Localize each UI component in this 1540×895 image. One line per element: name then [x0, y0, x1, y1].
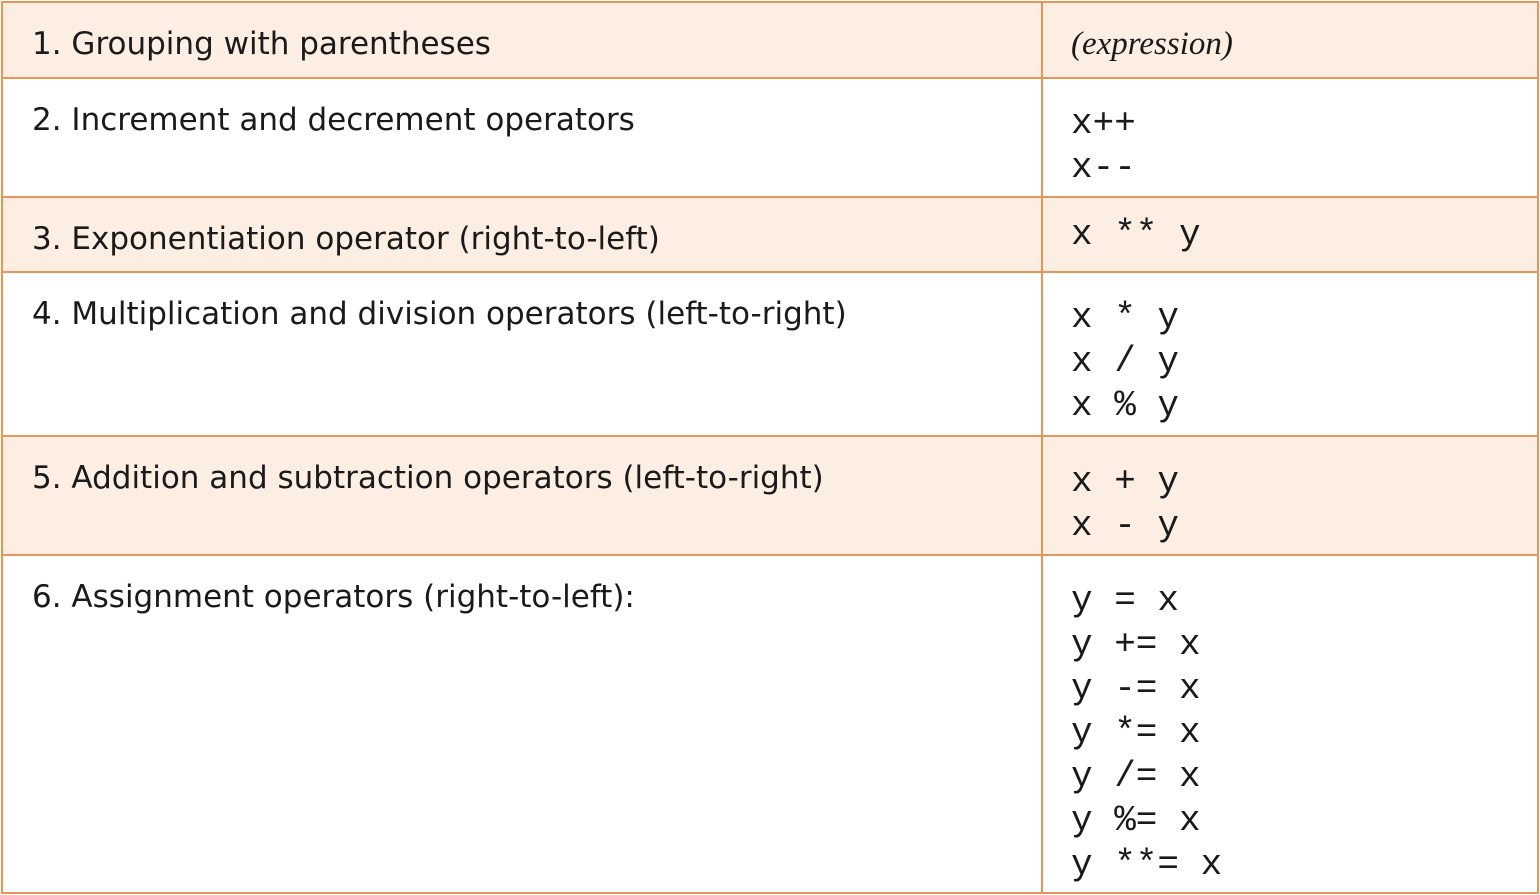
row-expression: y -= x [1071, 668, 1201, 709]
table-row: 5. Addition and subtraction operators (l… [1, 435, 1539, 556]
description-cell: 4. Multiplication and division operators… [1, 271, 1043, 437]
row-expression: y /= x [1071, 756, 1201, 797]
row-expression: x++ [1071, 103, 1136, 144]
expression-cell: x++ x-- [1041, 77, 1539, 198]
expression-cell: y = x y += x y -= x y *= x y /= x y %= x… [1041, 554, 1539, 894]
expression-cell: x * y x / y x % y [1041, 271, 1539, 437]
row-expression: y = x [1071, 580, 1180, 621]
table-row: 6. Assignment operators (right-to-left):… [1, 554, 1539, 894]
table-row: 2. Increment and decrement operators x++… [1, 77, 1539, 198]
row-description: 4. Multiplication and division operators… [32, 296, 847, 332]
row-description: 1. Grouping with parentheses [32, 26, 491, 62]
row-expression: x ** y [1071, 214, 1201, 255]
row-expression: x - y [1071, 505, 1180, 546]
description-cell: 2. Increment and decrement operators [1, 77, 1043, 198]
row-expression: (expression) [1071, 26, 1233, 62]
row-expression: y *= x [1071, 712, 1201, 753]
description-cell: 6. Assignment operators (right-to-left): [1, 554, 1043, 894]
table-row: 1. Grouping with parentheses (expression… [1, 1, 1539, 79]
row-expression: x % y [1071, 385, 1180, 426]
row-expression: x + y [1071, 461, 1180, 502]
row-expression: y %= x [1071, 800, 1201, 841]
row-description: 5. Addition and subtraction operators (l… [32, 460, 824, 496]
row-expression: x * y [1071, 297, 1180, 338]
row-description: 2. Increment and decrement operators [32, 102, 635, 138]
expression-cell: x + y x - y [1041, 435, 1539, 556]
table-row: 4. Multiplication and division operators… [1, 271, 1539, 437]
row-description: 3. Exponentiation operator (right-to-lef… [32, 221, 660, 257]
row-description: 6. Assignment operators (right-to-left): [32, 579, 635, 615]
description-cell: 1. Grouping with parentheses [1, 1, 1043, 79]
row-expression: y **= x [1071, 844, 1223, 885]
expression-cell: x ** y [1041, 196, 1539, 273]
table-row: 3. Exponentiation operator (right-to-lef… [1, 196, 1539, 273]
row-expression: y += x [1071, 624, 1201, 665]
description-cell: 3. Exponentiation operator (right-to-lef… [1, 196, 1043, 273]
row-expression: x / y [1071, 341, 1180, 382]
row-expression: x-- [1071, 147, 1136, 188]
description-cell: 5. Addition and subtraction operators (l… [1, 435, 1043, 556]
expression-cell: (expression) [1041, 1, 1539, 79]
